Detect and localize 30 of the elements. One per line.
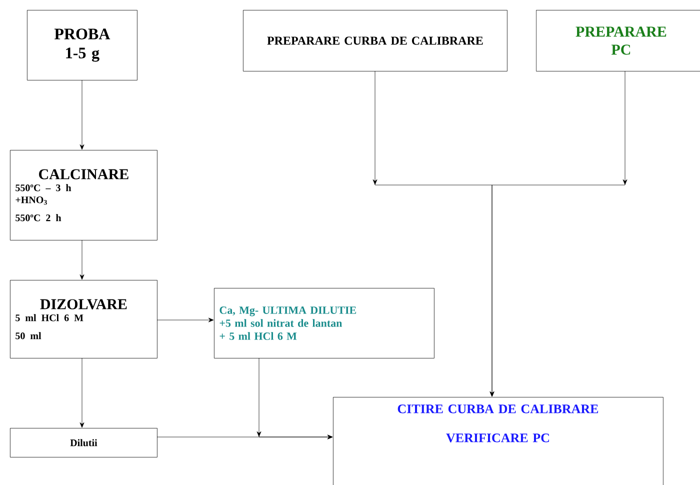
arrow [490, 70, 628, 397]
process-box [27, 10, 138, 80]
box-title: PREPARARE CURBA DE CALIBRARE [267, 36, 483, 45]
box-text: 5 ml HCl 6 M [16, 314, 84, 322]
box-text: Ca, Mg- ULTIMA DILUTIE [220, 306, 356, 316]
box-text: Dilutii [70, 439, 98, 446]
box-text: + 5 ml HCl 6 M [220, 332, 297, 340]
box-title: PROBA 1-5 g [54, 28, 110, 62]
box-text: 550ºC 2 h [16, 214, 62, 222]
box-text: +5 ml sol nitrat de lantan [220, 319, 342, 327]
box-title: VERIFICARE PC [446, 434, 549, 442]
arrow [80, 358, 84, 428]
box-text: 550ºC – 3 h [16, 184, 72, 192]
process-box [536, 10, 700, 72]
box-text: 50 ml [16, 332, 42, 340]
box-title: PREPARARE PC [576, 26, 666, 55]
process-box [10, 150, 158, 240]
process-box [10, 280, 158, 358]
arrow [156, 434, 333, 440]
process-box [333, 397, 664, 485]
arrow [156, 318, 214, 322]
box-text: +HNO$_{3}$ [16, 196, 47, 205]
arrow [80, 80, 84, 150]
process-box [214, 288, 434, 358]
box-title: DIZOLVARE [40, 299, 127, 310]
process-box [10, 428, 158, 458]
process-box [243, 10, 508, 72]
box-title: CITIRE CURBA DE CALIBRARE [398, 404, 598, 414]
arrow [80, 240, 84, 280]
box-title: CALCINARE [39, 169, 128, 180]
